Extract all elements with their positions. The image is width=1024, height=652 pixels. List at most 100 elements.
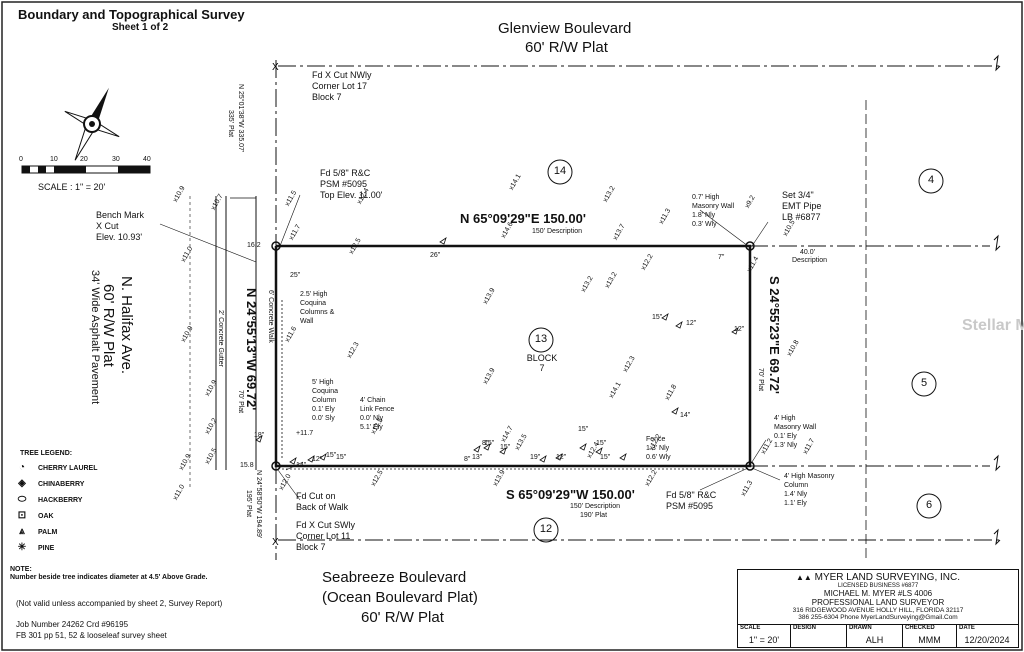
fieldbook-ref: FB 301 pp 51, 52 & looseleaf survey shee… xyxy=(16,631,167,640)
lot-13-circle xyxy=(528,327,554,353)
east-plat: 70' Plat xyxy=(757,368,764,392)
scale-tick-30: 30 xyxy=(112,156,120,163)
svg-text:X: X xyxy=(272,62,279,73)
scale-bar xyxy=(21,165,151,174)
tree-diameter-label: 18" xyxy=(254,432,265,439)
legend-item: ✳ PINE xyxy=(14,542,55,554)
gutter-label: 2' Concrete Gutter xyxy=(217,310,224,367)
lot-12-label: 12 xyxy=(539,523,553,535)
survey-title: Boundary and Topographical Survey xyxy=(18,7,245,22)
legend-label: CHINABERRY xyxy=(38,480,85,488)
south-street-name: Seabreeze Boulevard xyxy=(322,569,467,586)
note-text: Number beside tree indicates diameter at… xyxy=(10,574,208,581)
scale-tick-20: 20 xyxy=(80,156,88,163)
legend-label: OAK xyxy=(38,512,54,520)
legend-item: ◈CHINABERRY xyxy=(14,478,84,490)
north-street-row: 60' R/W Plat xyxy=(525,39,608,56)
south-street-alt: (Ocean Boulevard Plat) xyxy=(322,589,478,606)
legend-item: ⬭HACKBERRY xyxy=(14,494,83,506)
lot-12-circle xyxy=(533,517,559,543)
south-bearing: S 65°09'29"W 150.00' xyxy=(506,487,635,502)
tree-diameter-label: 26" xyxy=(430,252,441,259)
job-number: Job Number 24262 Crd #96195 xyxy=(16,620,129,629)
sw-line-bearing: N 24°58'50"W 194.89' xyxy=(255,470,262,539)
south-street-row: 60' R/W Plat xyxy=(361,609,444,626)
tree-diameter-label: 8" xyxy=(482,440,489,447)
legend-label: HACKBERRY xyxy=(38,496,83,504)
business-license: LICENSED BUSINESS #6877 xyxy=(837,583,919,589)
elev-11-7: +11.7 xyxy=(296,430,314,437)
company-contact: 386 255-6304 Phone MyerLandSurveying@Gma… xyxy=(798,614,958,621)
tree-symbols xyxy=(255,237,739,465)
tree-diameter-label: 25" xyxy=(290,272,301,279)
lot-5-label: 5 xyxy=(920,377,928,389)
pine-icon: ✳ xyxy=(17,542,27,553)
tree-diameter-label: 12" xyxy=(556,454,567,461)
south-description: 150' Description xyxy=(570,503,620,510)
lot-6-label: 6 xyxy=(925,499,933,511)
west-street-row: 60' R/W Plat xyxy=(100,284,117,367)
legend-label: PINE xyxy=(38,544,55,552)
note-title: NOTE: xyxy=(10,566,32,573)
validity-note: (Not valid unless accompanied by sheet 2… xyxy=(16,599,223,608)
scale-tick-10: 10 xyxy=(50,156,58,163)
sw-line-plat: 195' Plat xyxy=(245,490,252,518)
lot-6-circle xyxy=(916,493,942,519)
tree-diameter-label: 7" xyxy=(718,254,725,261)
surveyor-name: MICHAEL M. MYER #LS 4006 xyxy=(823,589,933,598)
tree-diameter-label: 15" xyxy=(500,444,511,451)
elev-15-8: 15.8 xyxy=(240,462,254,469)
lot-5-circle xyxy=(911,371,937,397)
svg-text:X: X xyxy=(272,537,279,548)
lot-4-circle xyxy=(918,168,944,194)
palm-icon: ⩓ xyxy=(19,526,25,537)
title-block: ▲▲ MYER LAND SURVEYING, INC. LICENSED BU… xyxy=(737,569,1019,648)
sw-corner-marker xyxy=(271,461,281,471)
east-description-label: Description xyxy=(792,257,828,264)
cherry-laurel-icon: ◔ xyxy=(18,462,26,473)
north-arrow xyxy=(64,87,120,161)
tree-diameter-label: 15" xyxy=(484,440,495,447)
tree-diameter-label: 8" xyxy=(464,456,471,463)
legend-label: PALM xyxy=(38,528,58,536)
company-name: ▲▲ MYER LAND SURVEYING, INC. xyxy=(795,572,961,583)
lot-4-label: 4 xyxy=(927,174,935,186)
legend-item: ⊡OAK xyxy=(14,510,54,522)
west-pavement: 34' Wide Asphalt Pavement xyxy=(89,270,101,405)
south-plat: 190' Plat xyxy=(580,512,608,519)
company-logo-icon: ▲▲ xyxy=(795,573,812,582)
surveyor-role: PROFESSIONAL LAND SURVEYOR xyxy=(811,598,945,607)
block-number: 7 xyxy=(539,363,545,373)
sidewalk-label: 6' Concrete Walk xyxy=(267,290,274,343)
scale-tick-0: 0 xyxy=(19,156,23,163)
north-description: 150' Description xyxy=(532,228,582,235)
east-description-distance: 40.0' xyxy=(800,249,815,256)
se-corner-marker xyxy=(745,461,755,471)
lot-13-label: 13 xyxy=(534,333,548,345)
watermark: Stellar MLS xyxy=(962,317,1024,334)
tree-diameter-label: 13" xyxy=(472,454,483,461)
tree-diameter-label: 15" xyxy=(326,452,337,459)
west-street-name: N. Halifax Ave. xyxy=(118,276,135,375)
north-bearing: N 65°09'29"E 150.00' xyxy=(460,211,586,226)
tree-diameter-label: 15" xyxy=(596,440,607,447)
west-bearing: N 24°55'13"W 69.72' xyxy=(244,288,259,411)
lot-14-label: 14 xyxy=(553,165,567,177)
